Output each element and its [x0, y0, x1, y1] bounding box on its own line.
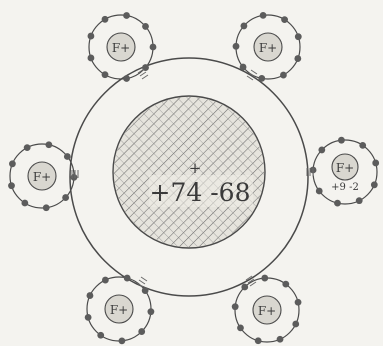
electron-dot: [261, 275, 268, 282]
electron-dot: [24, 144, 31, 151]
electron-dot: [102, 71, 109, 78]
satellite-left: F+: [8, 141, 77, 211]
electron-dot: [138, 328, 145, 335]
electron-dot: [88, 33, 95, 40]
satellite-label: F+: [112, 41, 130, 55]
satellite-bottom-left: F+: [85, 275, 155, 345]
electron-dot: [338, 137, 345, 144]
electron-dot: [356, 197, 363, 204]
electron-dot: [43, 204, 50, 211]
electron-dot: [123, 12, 130, 19]
electron-dot: [87, 292, 94, 299]
electron-dot: [102, 277, 109, 284]
electron-dot: [359, 142, 366, 149]
electron-dot: [85, 314, 92, 321]
electron-dot: [147, 308, 154, 315]
electron-dot: [237, 325, 244, 332]
electron-dot: [102, 16, 109, 23]
satellite-right: F+ +9 -2: [310, 137, 379, 207]
electron-dot: [88, 55, 95, 62]
satellite-label: F+: [259, 41, 277, 55]
electron-dot: [9, 160, 16, 167]
electron-dot: [62, 194, 69, 201]
electron-dot: [232, 303, 239, 310]
electron-dot: [124, 275, 131, 282]
satellite-label: F+: [110, 303, 128, 317]
nucleus-mark: +: [189, 159, 202, 177]
electron-dot: [280, 72, 287, 79]
electron-dot: [294, 55, 301, 62]
electron-dot: [371, 181, 378, 188]
electron-dot: [318, 147, 325, 154]
satellite-label: F+: [336, 161, 354, 175]
electron-dot: [292, 321, 299, 328]
electron-dot: [8, 182, 15, 189]
electron-dot: [21, 200, 28, 207]
satellite-charge-label: +9 -2: [331, 182, 359, 193]
electron-dot: [316, 188, 323, 195]
electron-dot: [97, 332, 104, 339]
central-atom: + +74 -68: [70, 58, 308, 296]
electron-dot: [123, 75, 130, 82]
electron-dot: [260, 12, 267, 19]
electron-dot: [295, 299, 302, 306]
satellite-top-left: F+: [88, 12, 157, 82]
satellite-bottom-right: F+: [232, 275, 302, 344]
electron-dot: [241, 23, 248, 30]
electron-dot: [64, 153, 71, 160]
electron-dot: [295, 33, 302, 40]
electron-dot: [277, 336, 284, 343]
electron-dot: [45, 141, 52, 148]
electron-dot: [281, 16, 288, 23]
electron-dot: [241, 284, 248, 291]
electron-dot: [282, 281, 289, 288]
electron-dot: [119, 337, 126, 344]
electron-dot: [233, 43, 240, 50]
electron-dot: [142, 23, 149, 30]
electron-dot: [142, 287, 149, 294]
electron-dot: [150, 44, 157, 51]
electron-dot: [255, 337, 262, 344]
satellite-label: F+: [258, 304, 276, 318]
electron-dot: [258, 75, 265, 82]
electron-dot: [240, 64, 247, 71]
satellite-label: F+: [33, 170, 51, 184]
electron-dot: [334, 200, 341, 207]
central-charge-label: +74 -68: [150, 178, 251, 207]
electron-dot: [372, 160, 379, 167]
